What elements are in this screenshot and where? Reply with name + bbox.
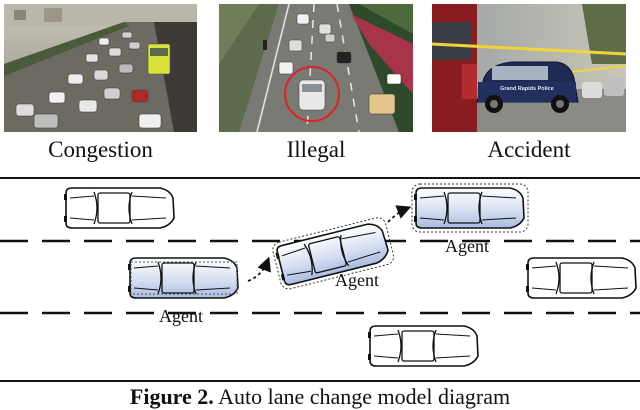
car-middle-right [525,257,637,299]
caption-illegal: Illegal [286,137,346,162]
arrow-to-end [387,205,412,223]
top-divider [0,177,640,179]
figure-caption: Figure 2. Auto lane change model diagram [0,384,640,410]
agent-label-end: Agent [445,236,489,256]
congestion-photo [4,4,197,132]
bottom-divider [0,380,640,382]
police-car-text: Grand Rapids Police [500,86,554,92]
illegal-photo [219,4,413,132]
lane-change-diagram: Agent Agent Agent [0,183,640,367]
agent-car-end [411,183,529,233]
caption-accident: Accident [487,137,571,162]
figure-text: Auto lane change model diagram [213,384,511,409]
car-bottom [367,325,479,367]
agent-label-changing: Agent [335,270,379,290]
agent-car-changing [272,217,395,290]
figure-label: Figure 2. [129,384,214,409]
agent-label-start: Agent [159,306,203,326]
car-upper-left [63,187,175,229]
accident-photo: Grand Rapids Police [432,4,626,132]
agent-car-start [127,257,239,299]
caption-congestion: Congestion [48,137,153,162]
arrow-to-changing [247,256,271,282]
